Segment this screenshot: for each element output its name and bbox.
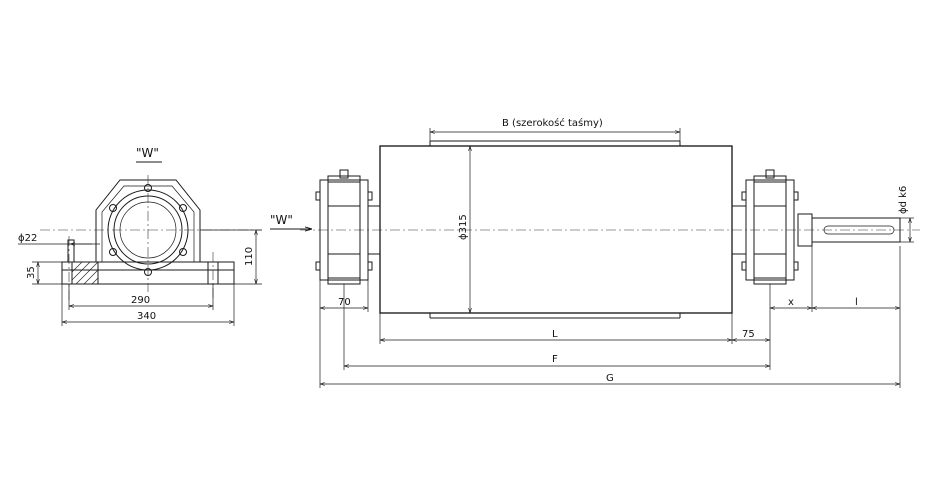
drum-diameter-label: ϕ315 [458, 214, 469, 240]
housing-inner-outline [101, 185, 195, 262]
right-bearing-housing [731, 169, 799, 285]
drive-shaft [797, 213, 901, 247]
drum-body [379, 145, 733, 314]
dim-bolt-spacing: 290 [131, 295, 150, 306]
belt-width-label: B (szerokość taśmy) [502, 117, 603, 129]
foot-bolt-left [67, 239, 75, 263]
shaft-diameter-label: ϕd k6 [898, 186, 909, 214]
dim-75: 75 [742, 329, 755, 340]
dim-x: x [788, 297, 794, 308]
left-bearing-housing [315, 169, 381, 285]
dim-F: F [552, 354, 558, 365]
base-hatch [71, 261, 99, 285]
dim-G: G [606, 373, 614, 384]
side-view-label: "W" [136, 146, 159, 160]
side-view: "W" [18, 146, 262, 326]
front-view: "W" B (szerokość taśmy) ϕ315 [270, 117, 920, 388]
dim-base-width: 340 [137, 311, 156, 322]
dim-axis-height: 110 [244, 247, 255, 266]
dim-bearing-width: 70 [338, 297, 351, 308]
dim-bolt-hole: ϕ22 [18, 233, 37, 244]
dim-l: l [855, 297, 858, 308]
dim-base-height: 35 [26, 266, 37, 279]
view-arrow-label: "W" [270, 213, 293, 227]
dim-L: L [552, 329, 558, 340]
